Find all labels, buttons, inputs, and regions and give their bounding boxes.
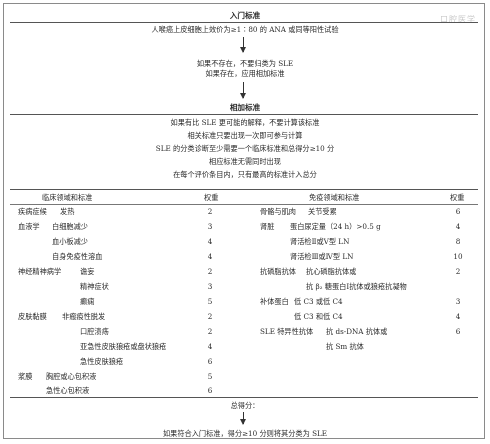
right-domain: SLE 特异性抗体 bbox=[260, 327, 314, 336]
entry-divider bbox=[10, 22, 478, 23]
left-weight: 5 bbox=[207, 372, 213, 381]
left-domain: 浆膜 bbox=[18, 372, 33, 381]
additive-divider bbox=[10, 114, 478, 115]
left-weight: 4 bbox=[207, 342, 213, 351]
entry-criteria-title: 入门标准 bbox=[229, 11, 261, 20]
watermark-logo: 口腔医学 bbox=[440, 15, 476, 24]
left-column-header: 临床领域和标准 bbox=[42, 193, 93, 202]
left-item: 血小板减少 bbox=[52, 237, 88, 246]
right-weight: 2 bbox=[455, 267, 461, 276]
table-bottom-rule bbox=[10, 397, 478, 398]
left-item: 自身免疫性溶血 bbox=[52, 252, 103, 261]
classification-conclusion: 如果符合入门标准，得分≥10 分则将其分类为 SLE bbox=[162, 429, 328, 438]
table-top-rule bbox=[10, 189, 478, 190]
right-weight: 10 bbox=[453, 252, 463, 261]
left-item: 急性皮肤狼疮 bbox=[80, 357, 124, 366]
left-item: 口腔溃疡 bbox=[80, 327, 109, 336]
right-item: 肾活检Ⅲ或Ⅳ型 LN bbox=[290, 252, 354, 261]
left-domain: 疾病症候 bbox=[18, 207, 47, 216]
right-item: 肾活检Ⅱ或Ⅴ型 LN bbox=[290, 237, 350, 246]
left-domain: 皮肤黏膜 bbox=[18, 312, 47, 321]
left-weight: 6 bbox=[207, 357, 213, 366]
additive-rule: 相关标准只要出现一次即可参与计算 bbox=[187, 131, 303, 140]
right-item: 抗心磷脂抗体或 bbox=[306, 267, 357, 276]
right-weight-header: 权重 bbox=[450, 193, 465, 202]
left-domain: 神经精神病学 bbox=[18, 267, 62, 276]
right-item: 关节受累 bbox=[308, 207, 337, 216]
entry-criteria-text: 人喉癌上皮细胞上效价为≥1∶80 的 ANA 或同等阳性试验 bbox=[151, 25, 339, 34]
left-item: 癫痫 bbox=[80, 297, 95, 306]
criteria-frame: 口腔医学 入门标准 人喉癌上皮细胞上效价为≥1∶80 的 ANA 或同等阳性试验… bbox=[3, 3, 485, 439]
down-arrow-icon bbox=[240, 37, 246, 53]
table-header-rule bbox=[10, 204, 478, 205]
left-item: 白细胞减少 bbox=[52, 222, 88, 231]
left-domain: 血液学 bbox=[18, 222, 40, 231]
additive-rule: 在每个评价条目内，只有最高的标准计入总分 bbox=[173, 170, 317, 179]
left-weight: 2 bbox=[207, 207, 213, 216]
left-item: 发热 bbox=[60, 207, 75, 216]
right-domain: 抗磷脂抗体 bbox=[260, 267, 296, 276]
left-weight: 2 bbox=[207, 312, 213, 321]
right-weight: 4 bbox=[455, 222, 461, 231]
entry-note-present: 如果存在，应用相加标准 bbox=[205, 69, 285, 78]
right-item: 低 C3 或低 C4 bbox=[294, 297, 343, 306]
left-weight: 4 bbox=[207, 237, 213, 246]
additive-rule: 如果有比 SLE 更可能的解释，不要计算该标准 bbox=[170, 118, 320, 127]
total-score-label: 总得分： bbox=[230, 401, 260, 410]
left-weight: 3 bbox=[207, 282, 213, 291]
right-column-header: 免疫领域和标准 bbox=[309, 193, 360, 202]
right-item: 抗 ds-DNA 抗体或 bbox=[326, 327, 388, 336]
left-item: 精神症状 bbox=[80, 282, 109, 291]
left-item: 非瘢痕性脱发 bbox=[62, 312, 106, 321]
left-weight: 4 bbox=[207, 252, 213, 261]
left-weight: 2 bbox=[207, 267, 213, 276]
left-item: 亚急性皮肤狼疮或盘状狼疮 bbox=[80, 342, 167, 351]
right-item: 低 C3 和低 C4 bbox=[294, 312, 343, 321]
additive-criteria-title: 相加标准 bbox=[229, 103, 261, 112]
left-weight-header: 权重 bbox=[204, 193, 219, 202]
left-weight: 3 bbox=[207, 222, 213, 231]
left-weight: 5 bbox=[207, 297, 213, 306]
right-weight: 6 bbox=[455, 207, 461, 216]
down-arrow-icon bbox=[240, 82, 246, 99]
right-item: 抗 β₂ 糖蛋白Ⅰ抗体或狼疮抗凝物 bbox=[306, 282, 407, 291]
right-domain: 补体蛋白 bbox=[260, 297, 289, 306]
right-item: 抗 Sm 抗体 bbox=[326, 342, 364, 351]
left-item: 急性心包积液 bbox=[46, 386, 90, 395]
right-domain: 肾脏 bbox=[260, 222, 275, 231]
left-weight: 6 bbox=[207, 386, 213, 395]
left-item: 胸腔或心包积液 bbox=[46, 372, 97, 381]
right-domain: 骨骼与肌肉 bbox=[260, 207, 296, 216]
additive-rule: 相应标准无需同时出现 bbox=[209, 157, 281, 166]
left-weight: 2 bbox=[207, 327, 213, 336]
entry-note-absent: 如果不存在，不要归类为 SLE bbox=[196, 59, 294, 68]
right-weight: 4 bbox=[455, 312, 461, 321]
down-arrow-icon bbox=[240, 412, 246, 425]
right-weight: 6 bbox=[455, 327, 461, 336]
additive-rule: SLE 的分类诊断至少需要一个临床标准和总得分≥10 分 bbox=[155, 144, 335, 153]
right-weight: 3 bbox=[455, 297, 461, 306]
left-item: 谵妄 bbox=[80, 267, 95, 276]
right-weight: 8 bbox=[455, 237, 461, 246]
right-item: 蛋白尿定量（24 h）>0.5 g bbox=[290, 222, 381, 231]
